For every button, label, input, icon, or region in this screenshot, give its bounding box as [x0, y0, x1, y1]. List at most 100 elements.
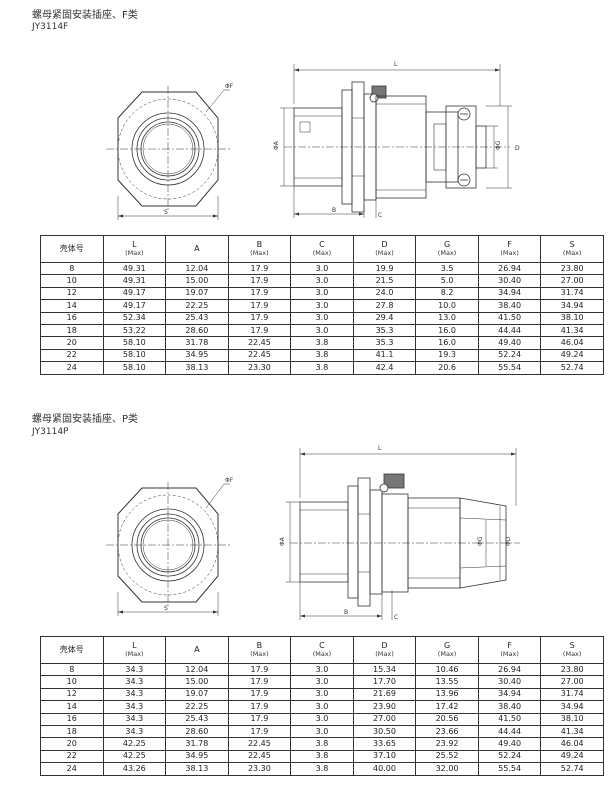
model-code-f: JY3114F — [32, 22, 69, 32]
table-cell: 8 — [40, 261, 104, 276]
dim-label-b-p: B — [344, 609, 348, 616]
col-header-a: A — [165, 235, 229, 263]
table-cell: 3.0 — [290, 311, 354, 325]
front-view-f — [106, 86, 232, 220]
table-cell: 22.45 — [227, 348, 292, 363]
table-cell: 10 — [40, 675, 104, 689]
table-cell: 22.45 — [227, 749, 292, 764]
dim-label-s: S — [164, 209, 168, 216]
dim-label-phi-a-p: ΦA — [279, 536, 286, 546]
table-cell: 16 — [40, 712, 104, 726]
table-cell: 22.25 — [165, 299, 229, 313]
table-cell: 31.78 — [165, 336, 229, 350]
table-cell: 28.60 — [165, 724, 229, 739]
table-cell: 23.30 — [227, 361, 292, 375]
table-cell: 34.3 — [102, 700, 167, 714]
table-cell: 5.0 — [415, 274, 479, 288]
table-cell: 3.5 — [415, 261, 479, 276]
table-cell: 3.0 — [290, 299, 354, 313]
table-cell: 17.9 — [227, 662, 292, 677]
table-cell: 41.34 — [540, 323, 604, 338]
dim-label-phi-d-p: ΦD — [505, 536, 512, 546]
table-cell: 31.74 — [540, 286, 604, 301]
table-cell: 25.43 — [165, 712, 229, 726]
table-cell: 58.10 — [102, 336, 167, 350]
table-cell: 25.43 — [165, 311, 229, 325]
table-cell: 52.74 — [540, 762, 604, 776]
table-cell: 22.45 — [227, 737, 292, 751]
table-cell: 16.0 — [415, 336, 479, 350]
table-cell: 41.34 — [540, 724, 604, 739]
col-header-a: A — [165, 636, 229, 664]
table-cell: 17.9 — [227, 299, 292, 313]
table-cell: 17.9 — [227, 261, 292, 276]
table-cell: 17.9 — [227, 286, 292, 301]
table-cell: 20.56 — [415, 712, 479, 726]
col-header-g: G(Max) — [415, 235, 479, 263]
table-cell: 16.0 — [415, 323, 479, 338]
table-cell: 42.25 — [102, 737, 167, 751]
dim-label-c-p: C — [394, 614, 398, 621]
table-cell: 49.17 — [102, 286, 167, 301]
side-view-f — [280, 64, 512, 218]
table-cell: 46.04 — [540, 336, 604, 350]
table-cell: 34.95 — [165, 749, 229, 764]
table-cell: 34.94 — [477, 687, 542, 702]
table-cell: 38.10 — [540, 712, 604, 726]
dim-label-l-p: L — [378, 445, 382, 452]
table-cell: 17.42 — [415, 700, 479, 714]
table-cell: 12.04 — [165, 261, 229, 276]
model-code-p: JY3114P — [32, 427, 69, 437]
table-cell: 55.54 — [477, 762, 542, 776]
table-cell: 41.1 — [352, 348, 417, 363]
col-header-f: F(Max) — [477, 235, 542, 263]
table-cell: 17.9 — [227, 323, 292, 338]
table-cell: 19.07 — [165, 687, 229, 702]
side-view-p — [286, 448, 520, 620]
dim-label-phi-a: ΦA — [273, 140, 280, 150]
table-cell: 23.80 — [540, 261, 604, 276]
table-cell: 17.9 — [227, 712, 292, 726]
table-cell: 44.44 — [477, 323, 542, 338]
dim-label-s-p: S — [164, 605, 168, 612]
table-cell: 53.22 — [102, 323, 167, 338]
table-cell: 26.94 — [477, 261, 542, 276]
table-cell: 17.9 — [227, 700, 292, 714]
col-header-s: S(Max) — [540, 235, 604, 263]
col-header-c: C(Max) — [290, 235, 354, 263]
table-cell: 37.10 — [352, 749, 417, 764]
table-cell: 49.40 — [477, 336, 542, 350]
table-cell: 25.52 — [415, 749, 479, 764]
drawing-f: ΦF S — [106, 61, 520, 220]
table-cell: 52.24 — [477, 749, 542, 764]
table-cell: 3.8 — [290, 749, 354, 764]
table-cell: 8.2 — [415, 286, 479, 301]
col-header-d: D(Max) — [352, 636, 417, 664]
table-cell: 27.8 — [352, 299, 417, 313]
table-cell: 42.25 — [102, 749, 167, 764]
table-cell: 12 — [40, 687, 104, 702]
table-cell: 40.00 — [352, 762, 417, 776]
table-cell: 22 — [40, 348, 104, 363]
table-cell: 19.9 — [352, 261, 417, 276]
table-cell: 22.25 — [165, 700, 229, 714]
dim-label-phi-f-p: ΦF — [225, 477, 234, 484]
table-cell: 34.3 — [102, 687, 167, 702]
table-cell: 38.40 — [477, 700, 542, 714]
table-cell: 12 — [40, 286, 104, 301]
table-cell: 55.54 — [477, 361, 542, 375]
table-cell: 3.8 — [290, 762, 354, 776]
table-cell: 38.13 — [165, 361, 229, 375]
drawing-p: ΦF S — [106, 445, 520, 621]
table-cell: 34.3 — [102, 712, 167, 726]
table-cell: 34.3 — [102, 675, 167, 689]
front-view-p — [106, 482, 232, 616]
